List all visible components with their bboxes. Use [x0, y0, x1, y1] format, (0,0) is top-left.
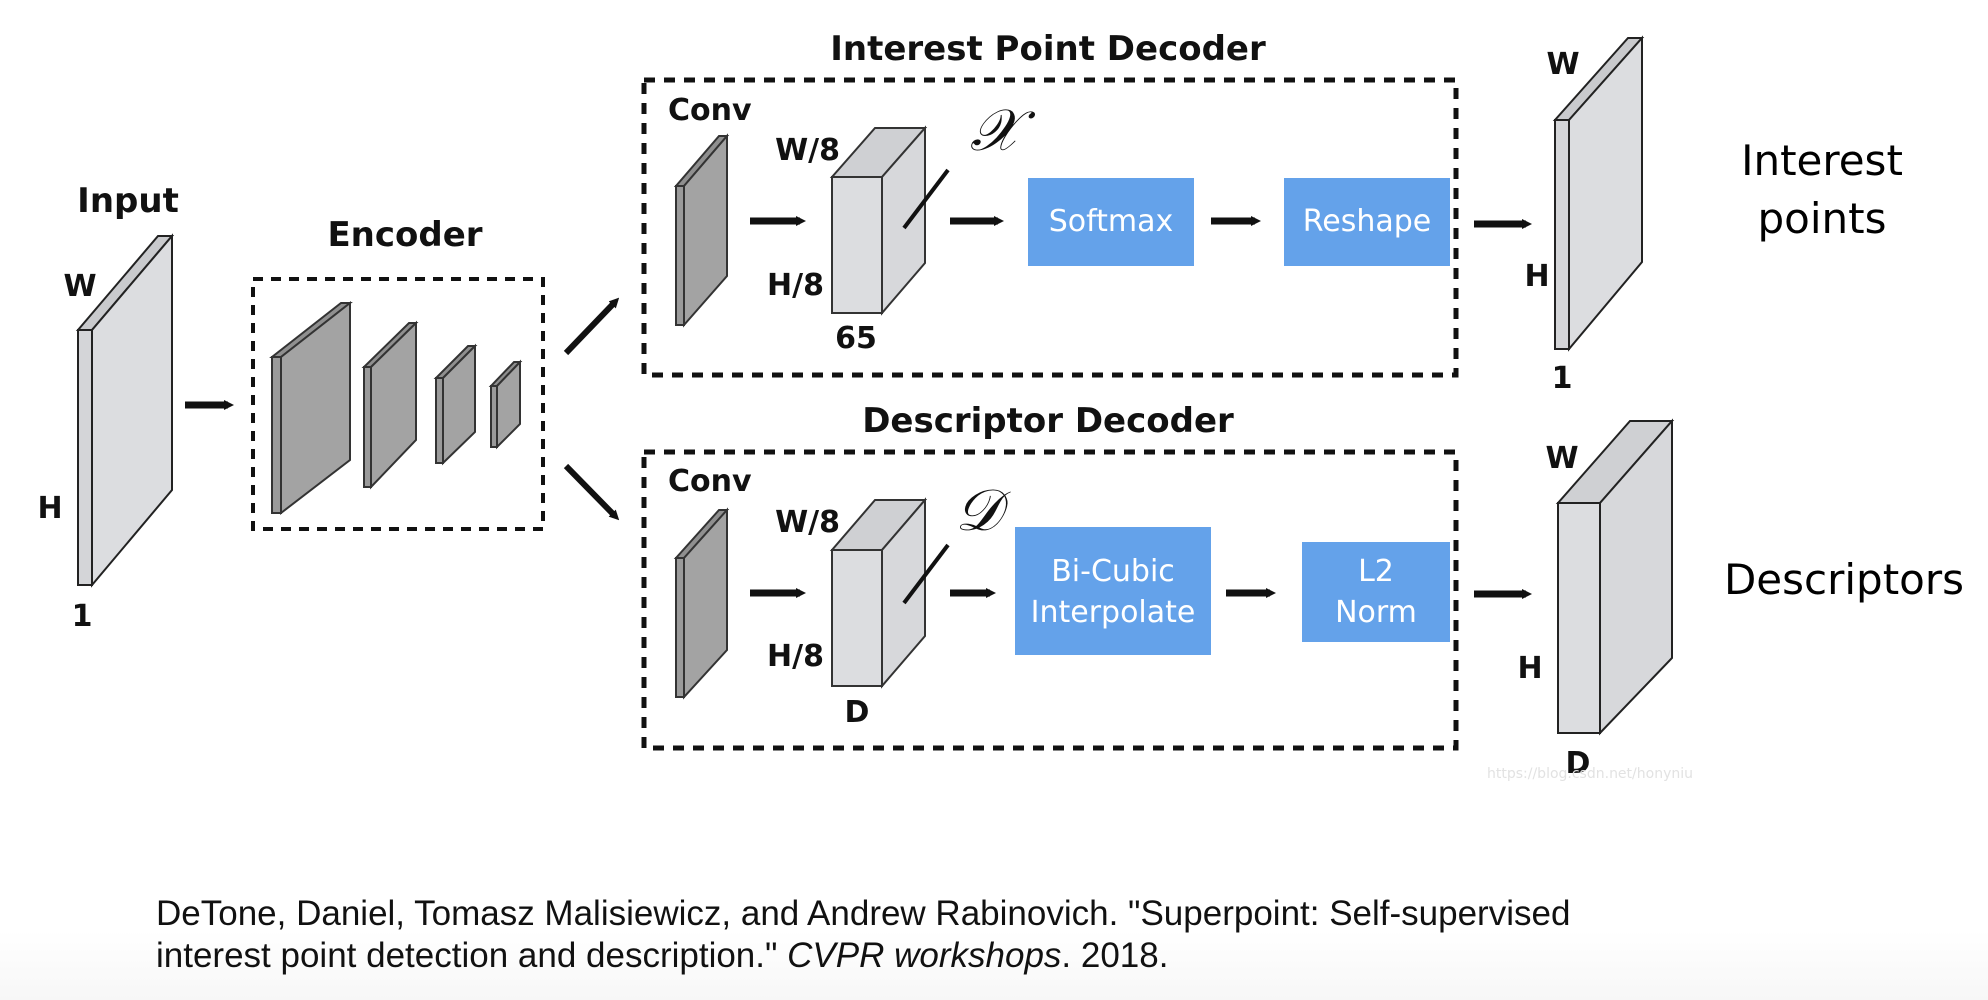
interest-height-label: H/8: [767, 268, 824, 303]
citation-line-1: DeTone, Daniel, Tomasz Malisiewicz, and …: [156, 894, 1571, 933]
input-side-face: [91, 233, 173, 588]
encoder-layer-2: [361, 320, 419, 490]
descriptors-label: Descriptors: [1724, 555, 1964, 604]
bicubic-label-line2: Interpolate: [1031, 595, 1196, 630]
citation: DeTone, Daniel, Tomasz Malisiewicz, and …: [156, 893, 1856, 977]
interest-symbol-x: 𝒳: [970, 96, 1036, 164]
descriptor-decoder-title: Descriptor Decoder: [862, 401, 1234, 441]
input-height-label: H: [37, 491, 62, 526]
interest-points-label-line1: Interest: [1741, 136, 1903, 185]
reshape-label: Reshape: [1303, 204, 1431, 239]
descriptor-decoder-box: [641, 449, 1459, 751]
descriptors-output-tensor: [1555, 418, 1675, 736]
descriptor-tensor-cube: [829, 497, 928, 689]
input-channel-label: 1: [72, 599, 93, 634]
descriptor-tensor-slash: [902, 543, 950, 605]
interest-points-output-tensor: [1552, 35, 1645, 352]
softmax-label: Softmax: [1049, 204, 1174, 239]
arrow-encoder-interest-decoder: [563, 297, 620, 356]
interest-decoder-box: [641, 77, 1459, 378]
encoder-layer-4: [488, 359, 523, 450]
input-title: Input: [77, 181, 179, 221]
reshape-block: Reshape: [1284, 178, 1450, 266]
interest-output-width-label: W: [1546, 47, 1579, 82]
descriptor-width-label: W/8: [775, 505, 840, 540]
interest-channel-label: 65: [835, 321, 877, 356]
softmax-block-bg: [1028, 178, 1194, 266]
citation-line-2: interest point detection and description…: [156, 935, 1856, 977]
superpoint-architecture-diagram: Input W H 1 Encoder Interest Poi: [37, 29, 1964, 782]
bicubic-block-bg: [1015, 527, 1211, 655]
l2-norm-block-bg: [1302, 542, 1450, 642]
encoder-layer-3: [433, 343, 478, 466]
interest-conv-layer: [673, 133, 730, 328]
citation-year: . 2018.: [1061, 936, 1169, 975]
interest-decoder-title: Interest Point Decoder: [830, 29, 1266, 69]
citation-venue: CVPR workshops: [787, 936, 1062, 975]
interest-tensor-slash: [902, 168, 950, 230]
watermark-url: https://blog.csdn.net/honyniu: [1487, 766, 1693, 782]
encoder-layer-1: [269, 300, 353, 516]
arrow-encoder-descriptor-decoder: [563, 463, 620, 521]
interest-output-channel-label: 1: [1552, 361, 1573, 396]
descriptor-height-label: H/8: [767, 639, 824, 674]
input-front-face: [77, 329, 93, 586]
reshape-block-bg: [1284, 178, 1450, 266]
descriptors-output-channel-label: D: [1566, 746, 1591, 781]
descriptors-output-width-label: W: [1545, 441, 1578, 476]
descriptor-conv-layer: [673, 507, 730, 700]
l2-norm-block: L2 Norm: [1302, 542, 1450, 642]
interest-tensor-cube: [829, 125, 928, 316]
bicubic-interpolate-block: Bi-Cubic Interpolate: [1015, 527, 1211, 655]
descriptors-output-height-label: H: [1517, 651, 1542, 686]
bicubic-label-line1: Bi-Cubic: [1051, 554, 1175, 589]
encoder-layers: [269, 300, 523, 516]
descriptor-symbol-d: 𝒟: [955, 476, 1011, 544]
descriptor-channel-label: D: [845, 695, 870, 730]
interest-conv-label: Conv: [668, 93, 752, 128]
l2-norm-label-line2: Norm: [1335, 595, 1417, 630]
interest-width-label: W/8: [775, 133, 840, 168]
descriptor-conv-label: Conv: [668, 464, 752, 499]
softmax-block: Softmax: [1028, 178, 1194, 266]
encoder-title: Encoder: [327, 215, 482, 255]
encoder-box: [251, 277, 545, 531]
input-width-label: W: [63, 269, 96, 304]
interest-points-label-line2: points: [1758, 194, 1887, 243]
l2-norm-label-line1: L2: [1358, 554, 1394, 589]
input-tensor: [75, 233, 175, 588]
interest-output-height-label: H: [1524, 259, 1549, 294]
citation-title-end: interest point detection and description…: [156, 936, 788, 975]
